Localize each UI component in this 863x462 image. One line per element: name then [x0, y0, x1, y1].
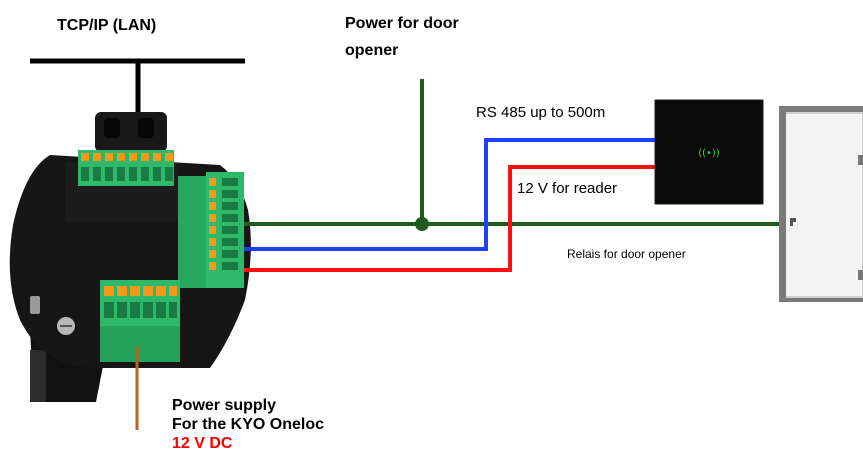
rfid-icon: ((•)): [698, 148, 720, 159]
power-supply-voltage-label: 12 V DC: [172, 434, 232, 454]
card-reader: ((•)): [655, 100, 763, 204]
rs485-label: RS 485 up to 500m: [476, 104, 605, 122]
door-power-label-line1: Power for door: [345, 14, 459, 34]
power-supply-label-line2: For the KYO Oneloc: [172, 415, 324, 435]
reader-power-label: 12 V for reader: [517, 180, 617, 198]
door-icon: [779, 106, 863, 302]
lan-cable: [30, 61, 245, 120]
door-power-label-line2: opener: [345, 41, 398, 61]
kyo-oneloc-controller: [10, 112, 251, 402]
lan-label: TCP/IP (LAN): [57, 16, 156, 36]
power-supply-label-line1: Power supply: [172, 396, 276, 416]
relais-label: Relais for door opener: [567, 247, 686, 262]
wire-junction: [415, 217, 429, 231]
